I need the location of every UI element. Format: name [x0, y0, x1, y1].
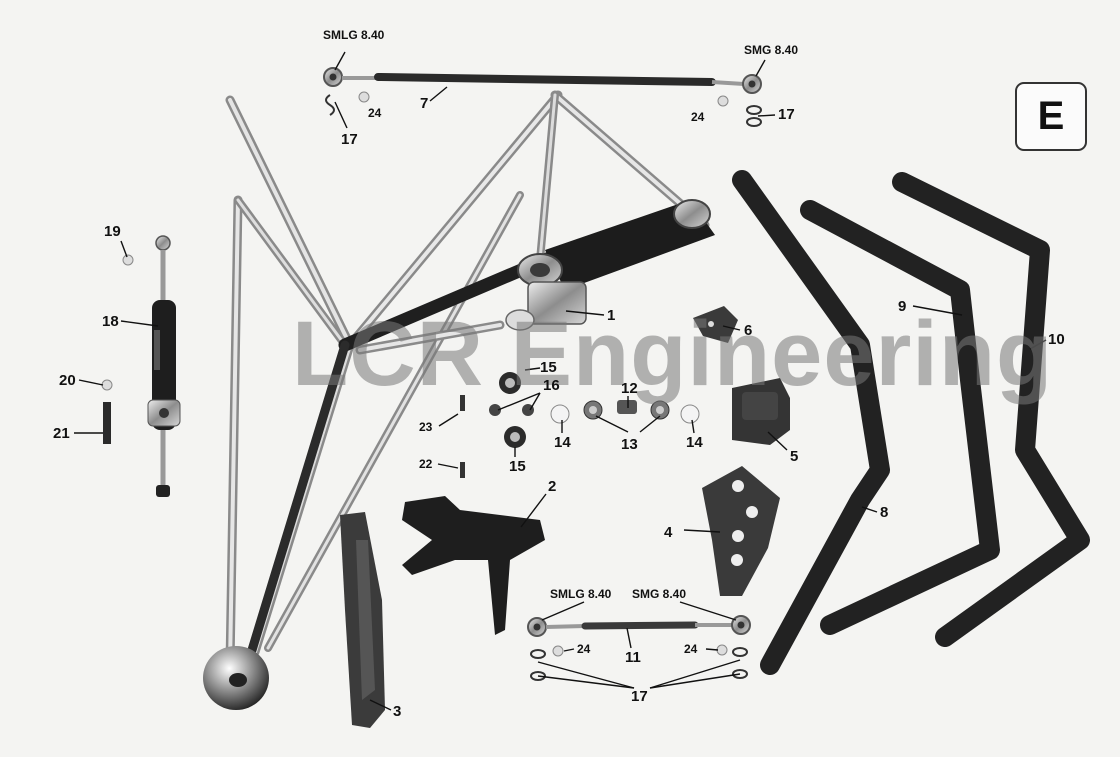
callout-19: 19 — [104, 223, 121, 240]
callout-15-bottom: 15 — [509, 458, 526, 475]
callout-12: 12 — [621, 380, 638, 397]
callout-13: 13 — [621, 436, 638, 453]
callout-23: 23 — [419, 420, 433, 434]
spec-label-top-right: SMG 8.40 — [744, 43, 799, 57]
callout-18: 18 — [102, 313, 119, 330]
section-letter-badge: E — [1015, 82, 1087, 151]
tie-rod-top — [323, 67, 762, 127]
leader-lines — [74, 51, 1047, 711]
callout-2: 2 — [548, 478, 557, 495]
callout-3: 3 — [393, 703, 402, 720]
callout-24-bottom-right: 24 — [684, 642, 698, 656]
callout-11: 11 — [625, 649, 641, 666]
callout-8: 8 — [880, 504, 889, 521]
callout-21: 21 — [53, 425, 70, 442]
callout-15-top: 15 — [540, 359, 557, 376]
callout-14-left: 14 — [554, 434, 571, 451]
spec-label-bottom-right: SMG 8.40 — [632, 587, 687, 601]
callout-17-top-left: 17 — [341, 131, 358, 148]
spec-label-bottom-left: SMLG 8.40 — [550, 587, 612, 601]
callout-20: 20 — [59, 372, 76, 389]
callout-24-bottom-left: 24 — [577, 642, 591, 656]
callout-9: 9 — [898, 298, 907, 315]
callout-17-bottom: 17 — [631, 688, 648, 705]
callout-7: 7 — [420, 95, 429, 112]
callout-1: 1 — [607, 307, 616, 324]
callout-22: 22 — [419, 457, 433, 471]
tie-rod-bottom — [527, 615, 751, 681]
hoses — [732, 170, 1090, 675]
callout-6: 6 — [744, 322, 753, 339]
callout-4: 4 — [664, 524, 673, 541]
spec-label-top-left: SMLG 8.40 — [323, 28, 385, 42]
callout-14-right: 14 — [686, 434, 703, 451]
small-hardware — [460, 372, 700, 478]
lower-arm — [340, 496, 545, 728]
callout-17-top-right: 17 — [778, 106, 795, 123]
callout-24-top-right: 24 — [691, 110, 705, 124]
steering-damper — [101, 235, 181, 497]
callout-10: 10 — [1048, 331, 1065, 348]
callout-16: 16 — [543, 377, 560, 394]
frame-main-tube — [203, 199, 715, 710]
callout-24-top-left: 24 — [368, 106, 382, 120]
brackets — [693, 306, 790, 596]
callout-5: 5 — [790, 448, 799, 465]
